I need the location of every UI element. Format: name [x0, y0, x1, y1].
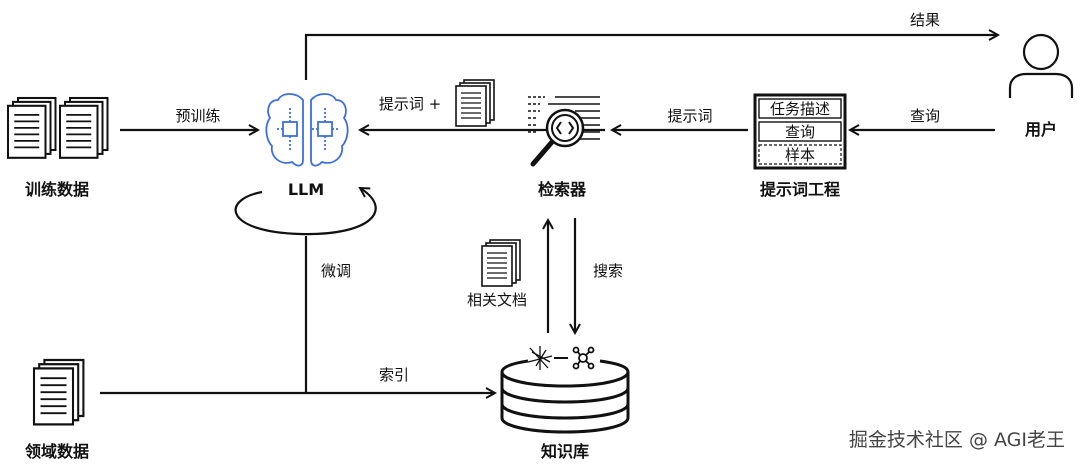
- node-label: 检索器: [538, 180, 587, 199]
- edge-finetune: 微调: [234, 188, 377, 393]
- node-label: 训练数据: [25, 180, 89, 199]
- edge-label-pretrain: 预训练: [175, 107, 220, 125]
- edge-label-finetune: 微调: [321, 262, 351, 280]
- node-label: 用户: [1025, 120, 1057, 139]
- edge-label-prompt-plus: 提示词 +: [379, 95, 441, 113]
- node-llm: LLM: [265, 93, 349, 199]
- node-label: 知识库: [541, 442, 589, 461]
- edge-index: 索引: [100, 366, 495, 393]
- node-knowledge-base: 知识库: [500, 346, 630, 461]
- node-training-data: 训练数据: [6, 96, 109, 199]
- brain-chip-icon: [265, 93, 349, 167]
- edge-result: 结果: [304, 11, 998, 80]
- prompt-row-task: 任务描述: [770, 100, 830, 118]
- edge-related-docs: 相关文档: [467, 220, 548, 333]
- prompt-row-box: [758, 98, 842, 119]
- prompt-row-sample: 样本: [785, 146, 815, 164]
- user-icon: [1008, 33, 1074, 98]
- edge-prompt: 提示词: [612, 107, 748, 130]
- node-retriever: 检索器: [528, 96, 600, 199]
- edge-label-search: 搜索: [593, 262, 623, 280]
- node-user: 用户: [1008, 33, 1074, 139]
- edge-label-index: 索引: [379, 366, 409, 384]
- node-domain-data: 领域数据: [25, 358, 89, 461]
- magnifier-code-icon: [528, 96, 600, 167]
- document-stack-icon: [32, 358, 85, 426]
- edge-search: 搜索: [575, 218, 623, 333]
- edge-label-query: 查询: [910, 107, 940, 125]
- edge-label-prompt: 提示词: [667, 107, 712, 125]
- edge-query: 查询: [850, 107, 995, 130]
- watermark: 掘金技术社区 @ AGI老王: [849, 429, 1065, 451]
- edge-label-result: 结果: [910, 11, 940, 29]
- document-stack-icon: [455, 79, 495, 127]
- node-prompt-engineering: 任务描述 查询 样本 提示词工程: [753, 93, 847, 199]
- database-icon: [500, 346, 630, 434]
- prompt-row-box: [758, 121, 842, 142]
- node-label: LLM: [288, 180, 324, 199]
- node-label: 领域数据: [25, 442, 89, 461]
- edge-label-related-docs: 相关文档: [467, 291, 527, 309]
- edge-pretrain: 预训练: [120, 107, 258, 130]
- document-stack-icon: [6, 96, 109, 159]
- node-label: 提示词工程: [760, 180, 840, 199]
- prompt-row-query: 查询: [785, 123, 815, 141]
- prompt-row-box: [758, 144, 842, 165]
- document-stack-icon: [481, 239, 521, 287]
